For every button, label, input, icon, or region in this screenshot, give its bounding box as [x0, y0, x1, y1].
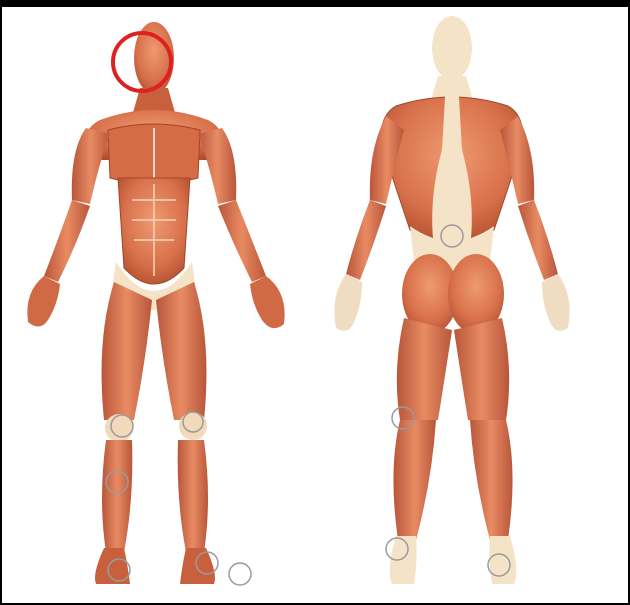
back-right-thigh	[454, 318, 509, 420]
back-right-heel	[489, 536, 516, 584]
front-left-upper-arm	[72, 128, 110, 204]
back-right-hand	[542, 274, 570, 331]
front-right-forearm	[218, 200, 266, 282]
back-figure	[334, 16, 569, 584]
front-left-shin	[102, 440, 132, 552]
back-left-calf	[393, 420, 436, 540]
front-left-thigh	[102, 282, 152, 420]
front-right-thigh	[156, 282, 206, 420]
front-right-shin	[178, 440, 208, 552]
back-right-calf	[470, 420, 513, 540]
back-left-thigh	[397, 318, 452, 420]
back-left-forearm	[346, 200, 386, 280]
front-right-upper-arm	[198, 128, 236, 204]
front-figure	[27, 22, 284, 584]
back-head	[432, 16, 472, 80]
back-right-forearm	[518, 200, 558, 280]
front-right-foot	[180, 548, 215, 584]
front-left-hand	[27, 276, 60, 327]
front-right-hand	[250, 276, 285, 328]
front-left-forearm	[44, 200, 90, 282]
marker-front-right-toe	[229, 563, 251, 585]
back-left-hand	[334, 274, 362, 331]
